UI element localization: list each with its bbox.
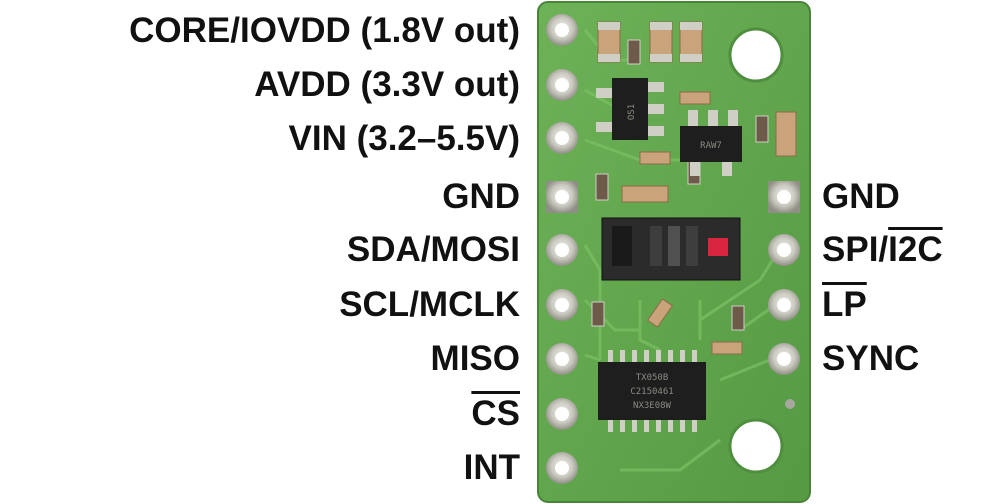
ic-marking-line-1: TX050B	[636, 373, 669, 383]
mounting-hole-top	[728, 27, 784, 83]
regulator-left-marking: OS1	[627, 104, 637, 120]
pin-label-gnd-left: GND	[442, 177, 520, 216]
ic-marking-line-2: C2150461	[630, 387, 673, 397]
pin-label-miso: MISO	[430, 339, 520, 378]
laser-emitter	[708, 238, 728, 256]
regulator-left: OS1	[596, 78, 664, 140]
pin-label-core-iovdd: CORE/IOVDD (1.8V out)	[129, 11, 520, 50]
ic-marking-line-3: NX3E08W	[633, 401, 672, 411]
pin-label-spi-i2c: SPI/I2C	[822, 230, 943, 270]
pin-label-sda-mosi: SDA/MOSI	[346, 230, 520, 269]
pin-label-avdd: AVDD (3.3V out)	[254, 65, 520, 104]
level-shifter-ic: TX050B C2150461 NX3E08W	[598, 350, 706, 432]
regulator-right-marking: RAW7	[700, 141, 722, 151]
tof-sensor	[601, 217, 741, 281]
pin-label-lp: LP	[822, 285, 867, 324]
pin-label-int: INT	[463, 448, 520, 487]
pin-label-sync: SYNC	[822, 339, 920, 378]
pin-label-vin: VIN (3.2–5.5V)	[288, 119, 521, 158]
pin-label-gnd-right: GND	[822, 177, 900, 216]
spi-text: SPI/	[822, 230, 889, 269]
pin-label-scl-mclk: SCL/MCLK	[339, 285, 520, 324]
left-pads	[546, 14, 578, 484]
mounting-hole-bottom	[728, 418, 784, 474]
right-pads	[768, 181, 800, 375]
regulator-right: RAW7	[680, 110, 742, 176]
pin-label-cs: CS	[471, 394, 520, 433]
i2c-text: I2C	[888, 230, 943, 269]
